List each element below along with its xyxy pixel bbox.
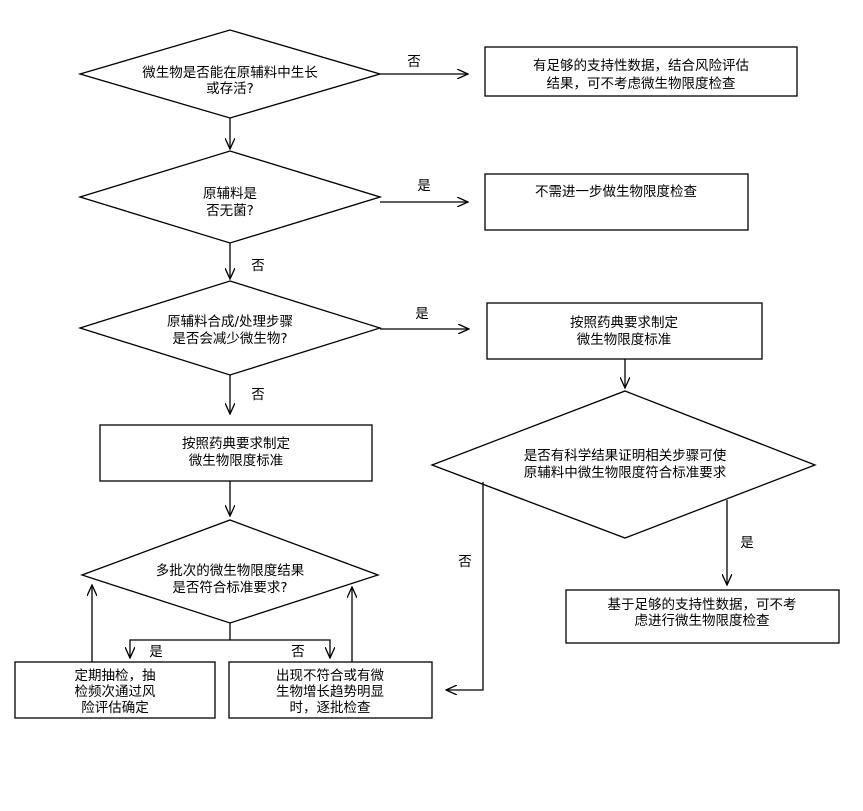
b1-line-2: 微生物限度标准 (189, 453, 284, 469)
d3-line-1: 原辅料合成/处理步骤 (167, 314, 293, 330)
d3-line-2: 是否会减少微生物? (172, 331, 287, 347)
box-no-micro-check-support (565, 589, 840, 644)
d1-line-2: 或存活? (206, 81, 254, 97)
r1-line-2: 结果，可不考虑微生物限度检查 (547, 76, 736, 92)
r1-line-1: 有足够的支持性数据，结合风险评估 (533, 58, 749, 74)
label-d2-yes: 是 (417, 178, 431, 194)
b3-line-2: 生物增长趋势明显 (276, 684, 384, 700)
arrow-d5-no (230, 639, 330, 658)
b3-line-1: 出现不符合或有微 (276, 668, 384, 684)
b2-line-2: 检频次通过风 (75, 684, 156, 700)
b3-line-3: 时，逐批检查 (290, 700, 371, 716)
d2-line-1: 原辅料是 (203, 186, 257, 202)
d5-line-2: 是否符合标准要求? (172, 580, 287, 596)
b1-line-1: 按照药典要求制定 (182, 436, 290, 452)
box-batch-by-batch-check (228, 661, 433, 719)
decision-scientific-evidence (430, 390, 817, 539)
label-d3-no: 否 (251, 387, 265, 403)
b2-line-3: 险评估确定 (81, 700, 149, 716)
box-no-micro-check-risk (484, 46, 798, 97)
label-d3-yes: 是 (415, 306, 429, 322)
box-periodic-sampling (14, 661, 216, 719)
d1-line-1: 微生物是否能在原辅料中生长 (142, 65, 318, 81)
arrow-d5-yes (130, 639, 230, 658)
label-d4-yes: 是 (740, 535, 754, 551)
r4-line-2: 虑进行微生物限度检查 (635, 613, 770, 629)
r3-line-1: 按照药典要求制定 (570, 315, 678, 331)
label-d1-no: 否 (407, 54, 421, 70)
r4-line-1: 基于足够的支持性数据，可不考 (608, 596, 797, 613)
arrow-d4-no (446, 482, 484, 690)
d2-line-2: 否无菌? (206, 203, 254, 219)
label-d5-no: 否 (291, 644, 305, 660)
r2-line-1: 不需进一步做生物限度检查 (535, 184, 697, 200)
d4-line-2: 原辅料中微生物限度符合标准要求 (524, 465, 727, 481)
b2-line-1: 定期抽检，抽 (75, 668, 156, 684)
d4-line-1: 是否有科学结果证明相关步骤可使 (524, 447, 727, 464)
r3-line-2: 微生物限度标准 (577, 332, 672, 348)
box-no-further-check (484, 173, 749, 231)
label-d5-yes: 是 (149, 644, 163, 660)
label-d2-no: 否 (251, 258, 265, 274)
box-pharmacopoeia-standard-right (486, 302, 763, 360)
label-d4-no: 否 (458, 554, 472, 570)
d5-line-1: 多批次的微生物限度结果 (156, 562, 305, 579)
box-pharmacopoeia-standard-left (99, 424, 373, 482)
